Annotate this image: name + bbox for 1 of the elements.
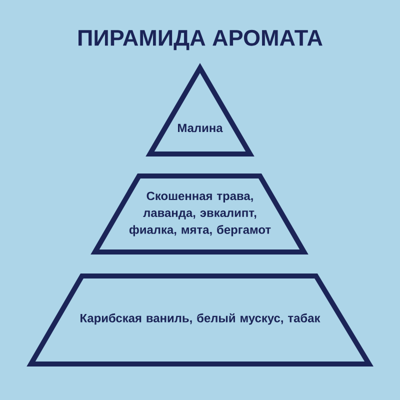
title: ПИРАМИДА АРОМАТА xyxy=(78,30,322,50)
